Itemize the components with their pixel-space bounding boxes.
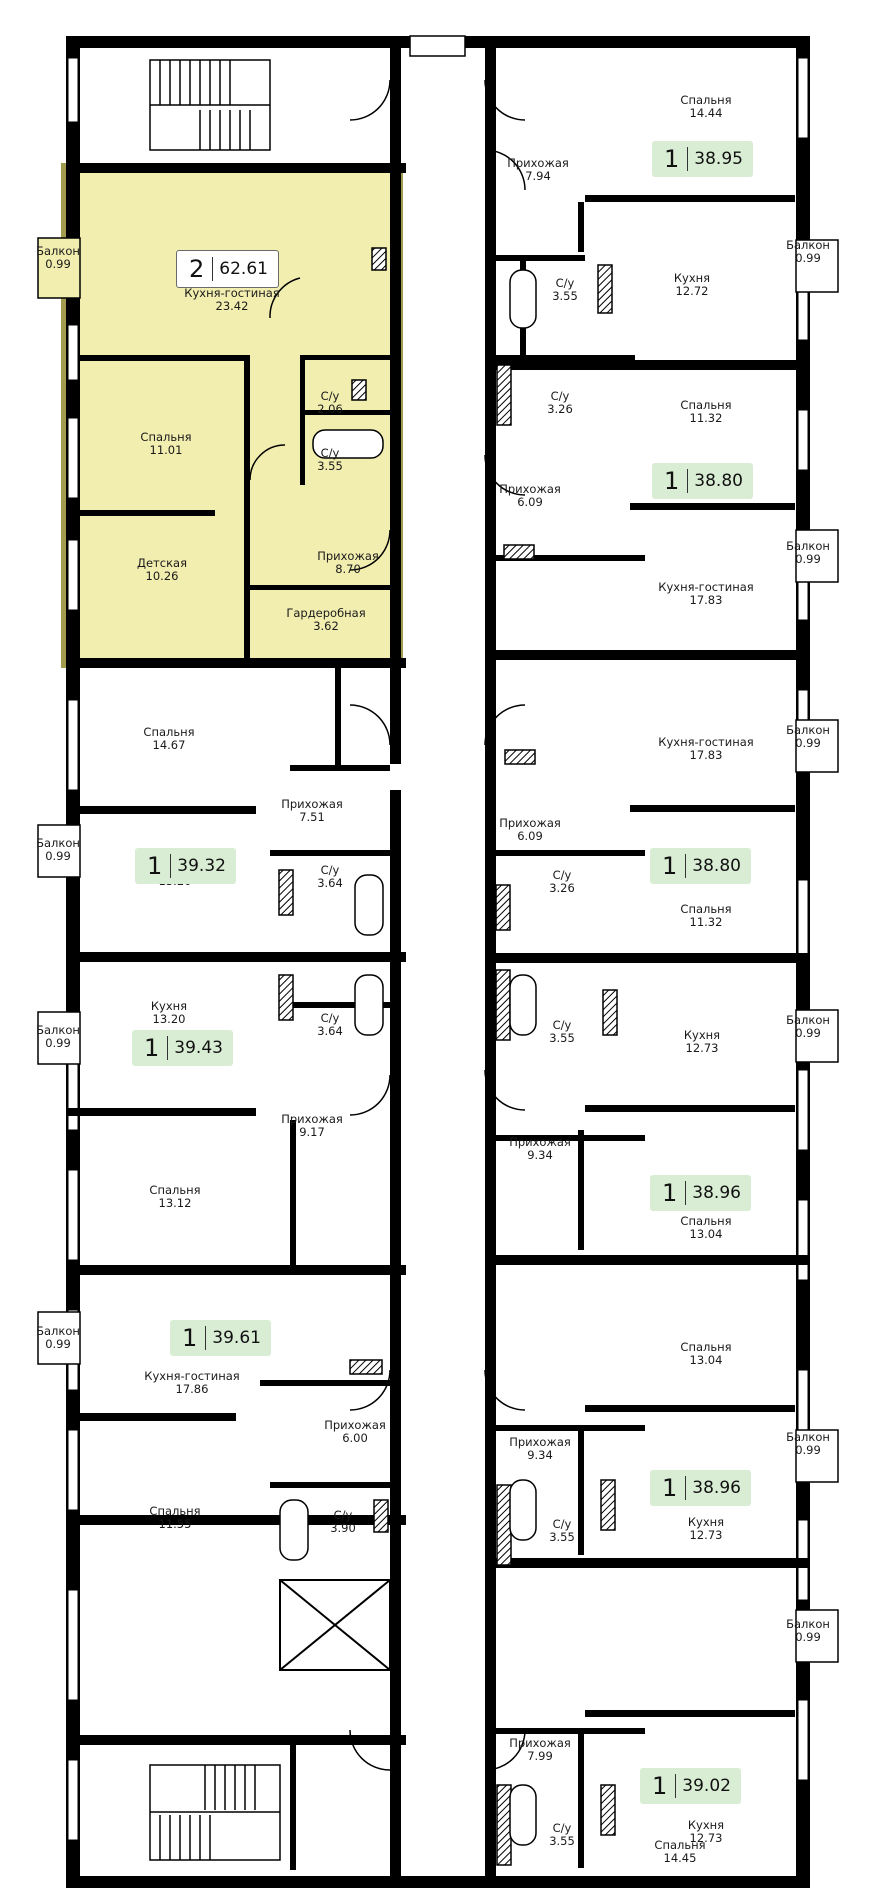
bathtub-icon — [279, 269, 537, 1846]
left-dividers — [66, 163, 406, 1745]
balcony-outlines — [37, 237, 839, 1663]
door-swing-icon — [249, 79, 526, 1771]
ventilation-shaft-icon — [278, 247, 618, 1866]
stair-icon — [149, 1764, 281, 1861]
stair-icon — [149, 59, 271, 151]
elevator-shaft-icon — [279, 1579, 391, 1671]
interior-partitions — [80, 355, 390, 660]
right-dividers — [485, 195, 810, 1717]
